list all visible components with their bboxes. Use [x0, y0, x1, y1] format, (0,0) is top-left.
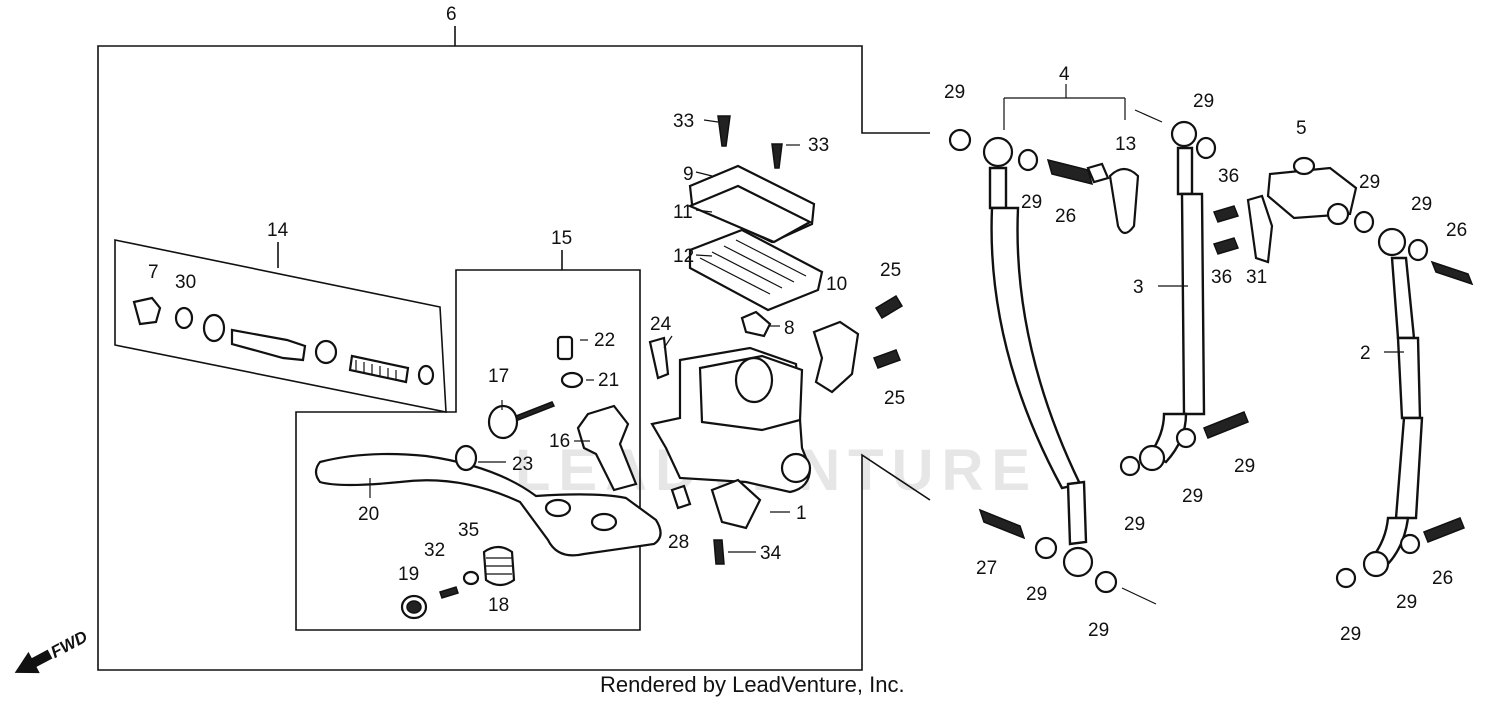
callout-18: 18	[488, 595, 509, 616]
callout-33b: 33	[808, 135, 829, 156]
hose-fittings-top	[948, 128, 1217, 235]
callout-27: 27	[976, 558, 997, 579]
callout-7: 7	[148, 262, 159, 283]
callout-25b: 25	[884, 388, 905, 409]
callout-26-d: 26	[1432, 568, 1453, 589]
callout-29-b: 29	[1021, 192, 1042, 213]
callout-17: 17	[488, 366, 509, 387]
brake-hose-2	[1335, 227, 1465, 589]
callout-19: 19	[398, 564, 419, 585]
callout-1: 1	[796, 503, 807, 524]
assembly-box-6	[97, 45, 931, 671]
callout-22: 22	[594, 330, 615, 351]
footer-credit: Rendered by LeadVenture, Inc.	[600, 672, 905, 697]
subassembly-box-15	[295, 269, 641, 631]
callout-6: 6	[446, 4, 457, 25]
master-cylinder-body	[648, 115, 904, 565]
callout-10: 10	[826, 274, 847, 295]
callout-5: 5	[1296, 118, 1307, 139]
callout-26-a: 26	[1055, 206, 1076, 227]
brake-hose-3	[1119, 120, 1249, 477]
callout-23: 23	[512, 454, 533, 475]
callout-29-d: 29	[1124, 514, 1145, 535]
brake-lever	[314, 335, 662, 620]
callout-28: 28	[668, 532, 689, 553]
callout-29-h: 29	[1359, 172, 1380, 193]
callout-35: 35	[458, 520, 479, 541]
callout-13: 13	[1115, 134, 1136, 155]
callout-29-k: 29	[1340, 624, 1361, 645]
callout-20: 20	[358, 504, 379, 525]
callout-29-a: 29	[944, 82, 965, 103]
callout-15: 15	[551, 228, 572, 249]
callout-4: 4	[1059, 64, 1070, 85]
callout-16: 16	[549, 431, 570, 452]
callout-24: 24	[650, 314, 672, 335]
callout-9: 9	[683, 164, 694, 185]
callout-26-c: 26	[1446, 220, 1467, 241]
fwd-label: FWD	[48, 627, 91, 662]
reservoir-cover	[687, 164, 824, 312]
callout-36-b: 36	[1211, 267, 1232, 288]
callout-14: 14	[267, 220, 289, 241]
callout-11: 11	[673, 202, 693, 223]
callout-29-e: 29	[1182, 486, 1203, 507]
callout-29-f: 29	[1026, 584, 1047, 605]
callout-2: 2	[1360, 343, 1371, 364]
piston-kit-parts	[132, 296, 435, 386]
callout-labels: 6 14 15 7 30 22 21 17 16 23 20 19 32 35 …	[148, 4, 1467, 645]
leader-lines	[369, 84, 1404, 605]
callout-21: 21	[598, 370, 619, 391]
subassembly-box-14	[114, 239, 447, 413]
callout-34: 34	[760, 543, 782, 564]
callout-30: 30	[175, 272, 196, 293]
callout-12: 12	[673, 246, 694, 267]
callout-29-i: 29	[1411, 194, 1432, 215]
callout-8: 8	[784, 318, 795, 339]
brake-hose-joint-5	[1212, 156, 1474, 286]
callout-26-b: 29	[1234, 456, 1255, 477]
callout-33a: 33	[673, 111, 694, 132]
callout-31: 31	[1246, 267, 1267, 288]
callout-3: 3	[1133, 277, 1144, 298]
brake-hose-4	[978, 136, 1118, 594]
callout-29-j: 29	[1396, 592, 1417, 613]
callout-25a: 25	[880, 260, 901, 281]
callout-32: 32	[424, 540, 445, 561]
callout-29-g: 29	[1088, 620, 1109, 641]
fwd-indicator: FWD	[14, 627, 91, 674]
callout-36-a: 36	[1218, 166, 1239, 187]
callout-29-c: 29	[1193, 91, 1214, 112]
